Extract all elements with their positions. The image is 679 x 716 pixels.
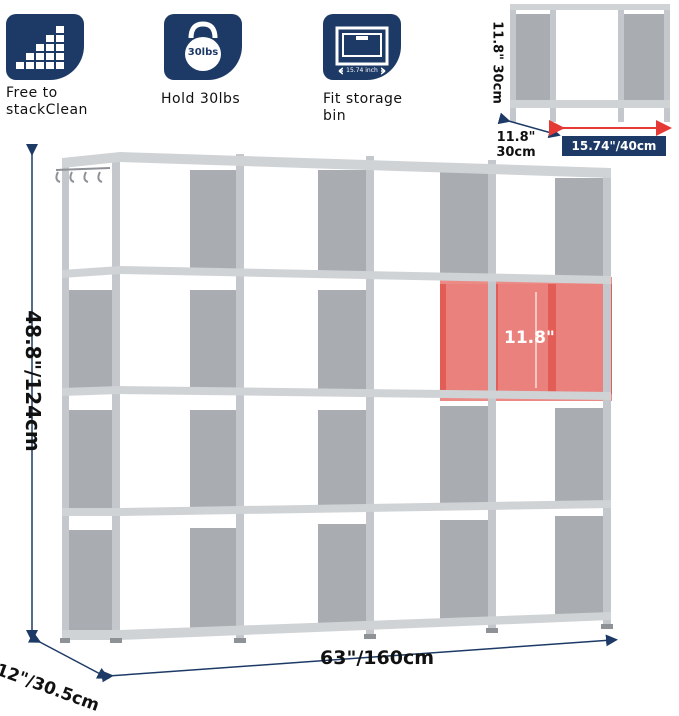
kettlebell-icon: 30lbs xyxy=(164,14,242,80)
feature-label: Hold 30lbs xyxy=(161,91,241,107)
single-cube-thumbnail xyxy=(497,4,672,139)
thumb-depth-label: 11.8" 30cm xyxy=(496,130,536,160)
storage-bin-icon: 15.74 inch xyxy=(323,14,401,80)
cube-shelf-4x4 xyxy=(55,152,613,643)
depth-arrow xyxy=(27,631,110,679)
height-dimension-label: 48.8"/124cm xyxy=(21,310,45,452)
width-arrow xyxy=(101,634,618,683)
kettlebell-weight-text: 30lbs xyxy=(187,47,219,58)
cube-height-label: 11.8" xyxy=(504,328,555,348)
width-dimension-label: 63"/160cm xyxy=(320,647,434,669)
stack-blocks-icon xyxy=(6,14,84,80)
side-hooks xyxy=(55,167,111,183)
bin-width-text: 15.74 inch xyxy=(343,67,381,74)
feature-label: Free to stackClean xyxy=(6,85,88,118)
feature-label: Fit storage bin xyxy=(323,91,403,124)
thumb-width-label: 15.74"/40cm xyxy=(562,136,666,156)
horizontal-shelves xyxy=(62,152,611,640)
thumb-height-label: 11.8" 30cm xyxy=(489,21,505,104)
side-panels xyxy=(68,170,605,630)
